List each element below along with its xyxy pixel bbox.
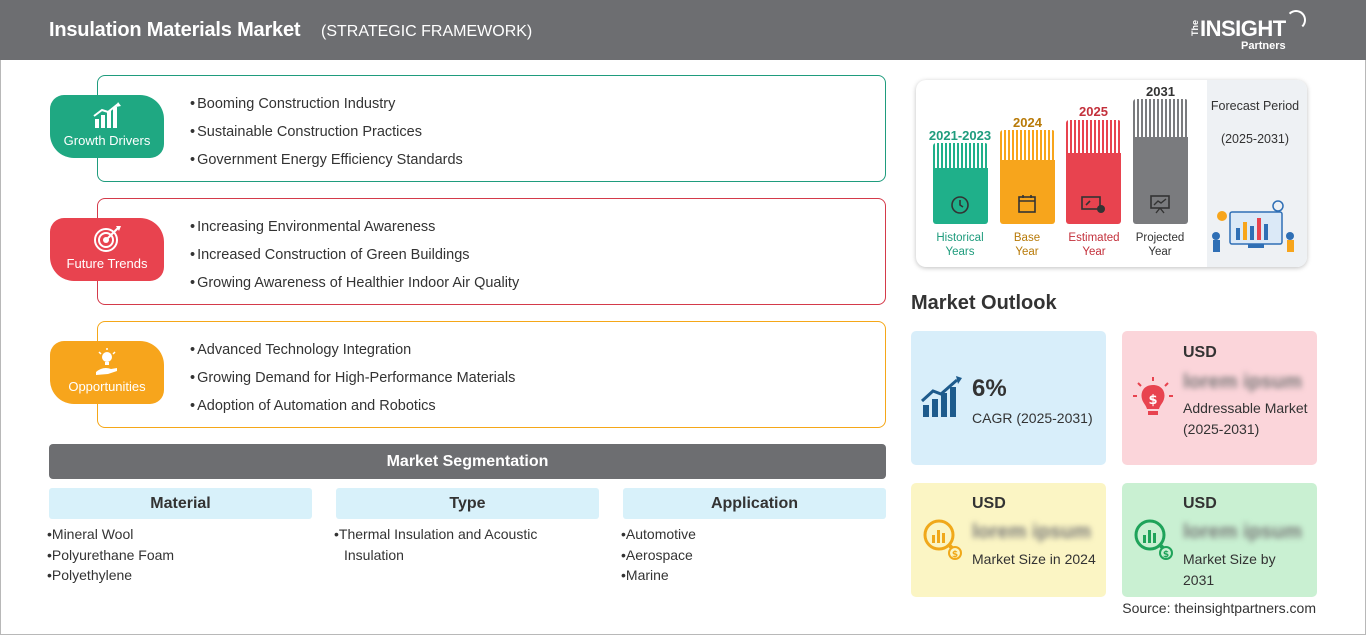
timeline-bar-historical	[933, 143, 988, 224]
timeline-bar-estimated	[1066, 120, 1121, 224]
segment-list-type: Thermal Insulation and Acoustic Insulati…	[334, 524, 574, 565]
blurred-value: lorem ipsum	[972, 521, 1091, 543]
header-bar: Insulation Materials Market (STRATEGIC F…	[0, 0, 1366, 60]
market-segmentation-header: Market Segmentation	[49, 444, 886, 479]
timeline-label-estimated: Estimated Year	[1058, 231, 1130, 259]
currency-label: USD	[1183, 495, 1217, 512]
market-size-2024-label: Market Size in 2024	[972, 551, 1096, 567]
timeline-label-base: Base Year	[992, 231, 1062, 259]
list-item: Booming Construction Industry	[190, 95, 463, 123]
svg-text:$: $	[1163, 550, 1169, 560]
opportunities-label: Opportunities	[68, 379, 146, 394]
currency-label: USD	[972, 495, 1006, 512]
timeline-label-line1: Historical	[936, 232, 984, 244]
calendar-icon	[1018, 195, 1036, 213]
list-item: Government Energy Efficiency Standards	[190, 151, 463, 179]
svg-text:$: $	[952, 550, 958, 560]
cagr-card: 6% CAGR (2025-2031)	[911, 331, 1106, 465]
market-size-2031-label: Market Size by 2031	[1183, 551, 1276, 588]
logo-arc-icon	[1286, 10, 1306, 30]
segment-list-material: Mineral Wool Polyurethane Foam Polyethyl…	[47, 524, 307, 586]
logo-insight: INSIGHT	[1200, 16, 1286, 41]
list-item: Increased Construction of Green Building…	[190, 246, 519, 274]
addressable-market-card: USD lorem ipsum $ Addressable Market (20…	[1122, 331, 1317, 465]
list-item: Adoption of Automation and Robotics	[190, 397, 515, 425]
market-size-2031-card: USD lorem ipsum $ Market Size by 2031	[1122, 483, 1317, 597]
timeline-year-historical: 2021-2023	[928, 128, 992, 143]
list-item: Polyurethane Foam	[47, 545, 307, 566]
cagr-label: CAGR (2025-2031)	[972, 410, 1093, 426]
opportunities-list: Advanced Technology Integration Growing …	[190, 341, 515, 425]
estimate-icon	[1081, 196, 1105, 213]
market-outlook-title: Market Outlook	[911, 292, 1057, 314]
list-item: Sustainable Construction Practices	[190, 123, 463, 151]
growth-chart-icon	[920, 376, 962, 417]
timeline-label-line1: Base	[1013, 232, 1041, 244]
growth-drivers-badge: Growth Drivers	[50, 95, 164, 158]
page-title: Insulation Materials Market	[49, 19, 301, 41]
list-item: Marine	[621, 565, 881, 586]
blurred-value: lorem ipsum	[1183, 371, 1302, 393]
currency-label: USD	[1183, 344, 1217, 361]
list-item: Growing Demand for High-Performance Mate…	[190, 369, 515, 397]
future-trends-label: Future Trends	[66, 256, 148, 271]
growth-drivers-label: Growth Drivers	[63, 133, 151, 148]
timeline-bar-base	[1000, 130, 1055, 224]
list-item: Automotive	[621, 524, 881, 545]
market-size-2024-card: USD lorem ipsum $ Market Size in 2024	[911, 483, 1106, 597]
svg-text:$: $	[1148, 393, 1157, 408]
list-item: Aerospace	[621, 545, 881, 566]
segment-heading-application: Application	[623, 488, 886, 519]
timeline-label-projected: Projected Year	[1125, 231, 1195, 259]
list-item: Thermal Insulation and Acoustic Insulati…	[334, 524, 574, 565]
lightbulb-hand-icon	[96, 348, 117, 375]
lightbulb-dollar-icon: $	[1133, 377, 1173, 415]
addressable-market-label: Addressable Market (2025-2031)	[1183, 400, 1308, 437]
timeline-year-projected: 2031	[1146, 84, 1175, 99]
list-item: Growing Awareness of Healthier Indoor Ai…	[190, 274, 519, 302]
presentation-icon	[1150, 195, 1170, 214]
segment-heading-type: Type	[336, 488, 599, 519]
list-item: Mineral Wool	[47, 524, 307, 545]
forecast-period-title: Forecast Period	[1210, 99, 1300, 113]
source-credit: Source: theinsightpartners.com	[1122, 600, 1316, 616]
segment-list-application: Automotive Aerospace Marine	[621, 524, 881, 586]
list-item: Advanced Technology Integration	[190, 341, 515, 369]
timeline-label-line1: Estimated	[1068, 232, 1120, 244]
future-trends-badge: Future Trends	[50, 218, 164, 281]
page-subtitle: (STRATEGIC FRAMEWORK)	[321, 23, 533, 40]
target-icon	[94, 226, 121, 252]
timeline-label-line2: Year	[1148, 246, 1172, 258]
logo-the: The	[1190, 19, 1200, 36]
segment-heading-material: Material	[49, 488, 312, 519]
insight-partners-logo[interactable]: The INSIGHT Partners	[1190, 10, 1310, 54]
timeline-bar-projected	[1133, 99, 1188, 224]
list-item: Increasing Environmental Awareness	[190, 218, 519, 246]
timeline-label-line1: Projected	[1135, 232, 1185, 244]
timeline-label-line2: Year	[1015, 246, 1039, 258]
logo-partners: Partners	[1241, 40, 1286, 52]
forecast-period-range: (2025-2031)	[1220, 132, 1290, 146]
timeline-year-base: 2024	[1013, 115, 1042, 130]
timeline-year-estimated: 2025	[1079, 104, 1108, 119]
history-icon	[951, 196, 969, 214]
growth-drivers-list: Booming Construction Industry Sustainabl…	[190, 95, 463, 179]
timeline-label-line2: Years	[945, 246, 975, 258]
blurred-value: lorem ipsum	[1183, 521, 1302, 543]
list-item: Polyethylene	[47, 565, 307, 586]
magnifier-chart-icon: $	[923, 519, 962, 560]
timeline-label-historical: Historical Years	[925, 231, 995, 259]
analytics-illustration-icon	[1212, 200, 1294, 252]
growth-chart-icon	[93, 102, 121, 128]
opportunities-badge: Opportunities	[50, 341, 164, 404]
cagr-value: 6%	[972, 375, 1007, 402]
timeline-label-line2: Year	[1082, 246, 1106, 258]
future-trends-list: Increasing Environmental Awareness Incre…	[190, 218, 519, 302]
magnifier-chart-icon: $	[1134, 519, 1173, 560]
